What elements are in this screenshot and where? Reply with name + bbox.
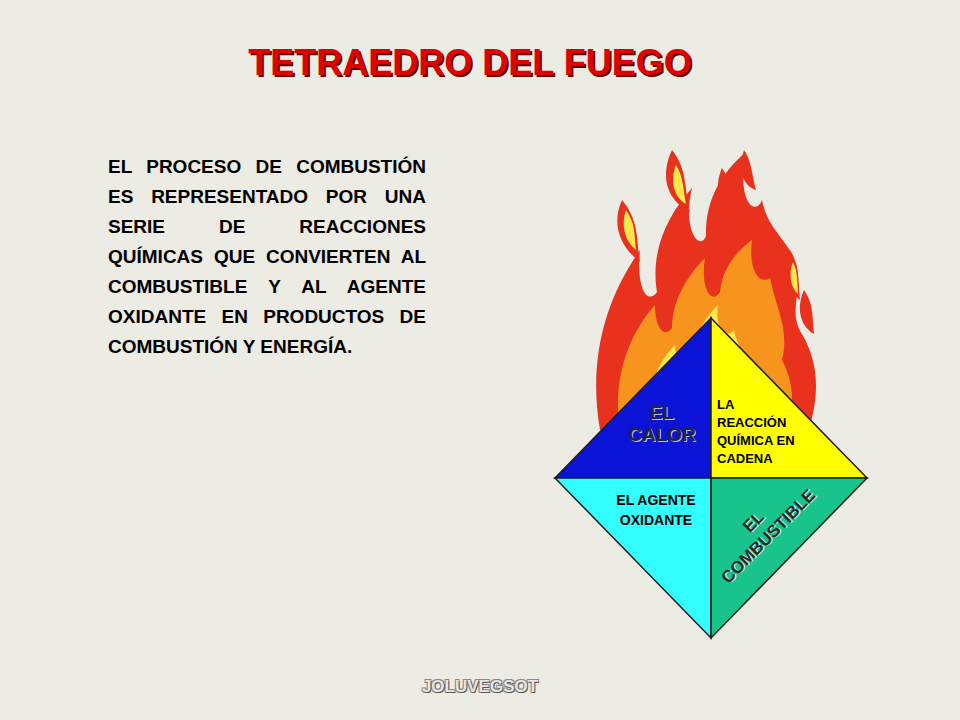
chain-reaction-quadrant: LA REACCIÓN QUÍMICA EN CADENA [711, 318, 867, 478]
oxidizer-quadrant: EL AGENTE OXIDANTE [555, 478, 711, 638]
slide-title: TETRAEDRO DEL FUEGO [0, 42, 940, 84]
heat-quadrant: EL CALOR [555, 318, 711, 478]
description-paragraph: EL PROCESO DE COMBUSTIÓN ES REPRESENTADO… [108, 152, 426, 362]
watermark: JOLUVEGSOT [380, 676, 580, 698]
quadrant-label: EL AGENTE OXIDANTE [605, 490, 707, 530]
triangle-shape [555, 318, 711, 478]
triangle-fill [555, 318, 711, 478]
quadrant-label: EL CALOR [617, 402, 707, 446]
quadrant-label: LA REACCIÓN QUÍMICA EN CADENA [717, 396, 803, 468]
triangle-fill [711, 318, 867, 478]
triangle-fill [555, 478, 711, 638]
fuel-quadrant: EL COMBUSTIBLE [711, 478, 867, 638]
